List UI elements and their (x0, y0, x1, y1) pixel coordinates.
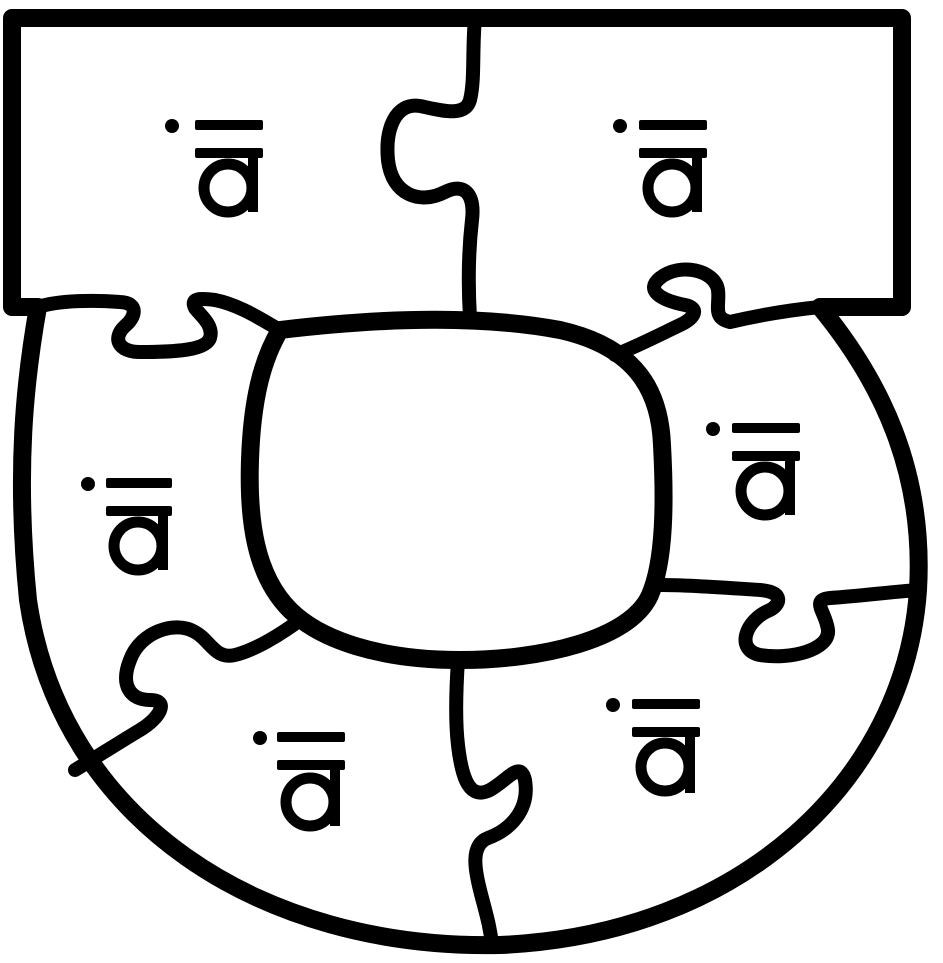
glyph-bottom-left (253, 731, 345, 826)
left-bottom-cut (75, 620, 300, 770)
glyph-top-right (613, 119, 707, 212)
bottom-middle-cut (456, 660, 526, 945)
top-right-bottom-edge (615, 269, 820, 355)
glyph-right (706, 422, 800, 515)
glyph-left (81, 477, 172, 570)
top-left-bottom-edge (38, 299, 280, 352)
glyph-top-left (165, 119, 263, 212)
right-bottom-cut (662, 585, 918, 656)
puzzle-center-piece (250, 320, 664, 660)
glyph-bottom-right (606, 698, 700, 793)
top-middle-cut (387, 18, 475, 318)
